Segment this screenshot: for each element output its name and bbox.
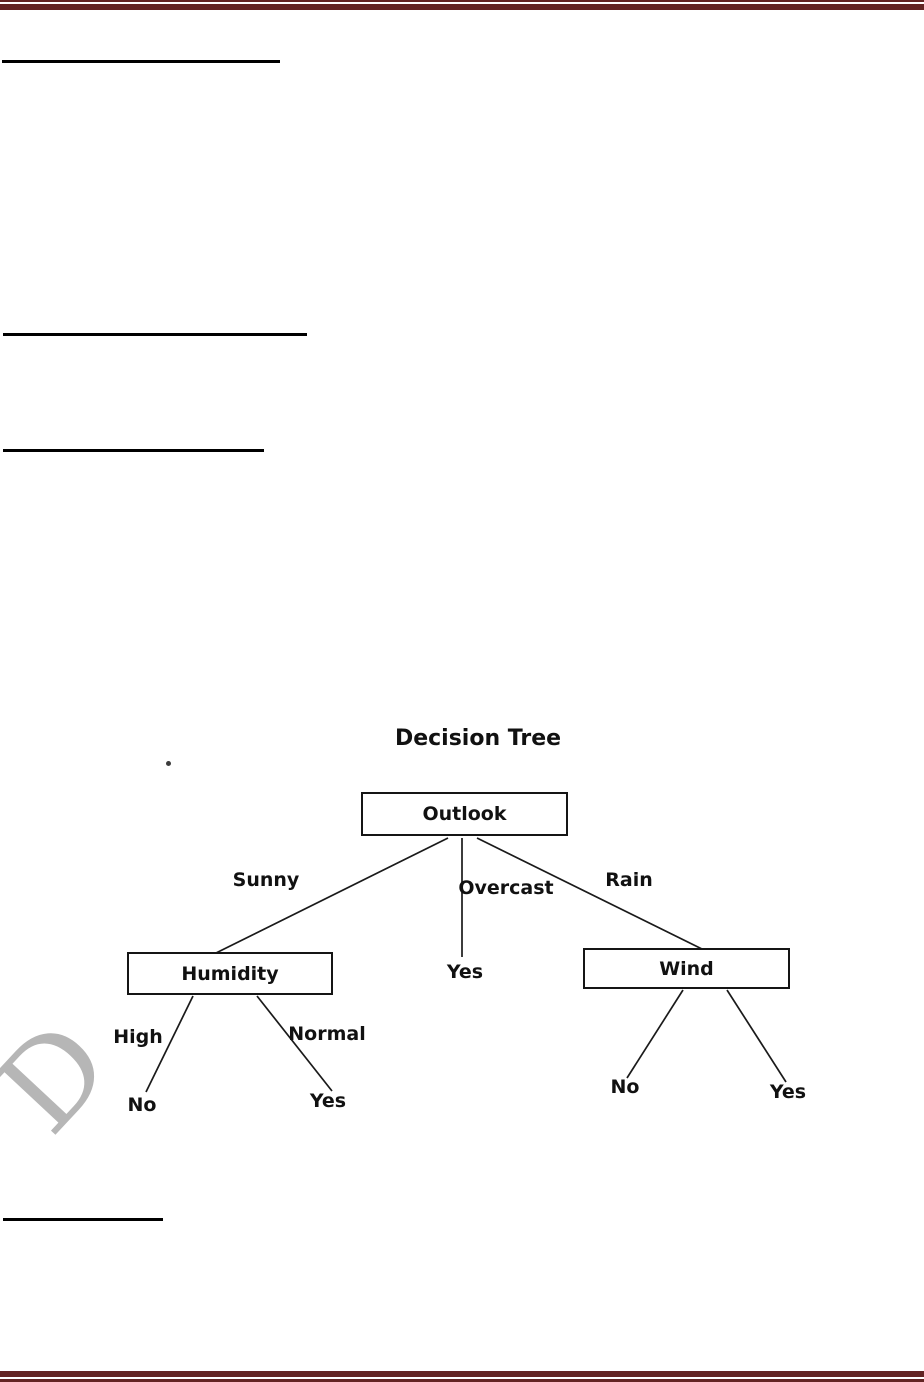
page-border-top-thin	[0, 0, 924, 2]
page-border-bottom-thin	[0, 1379, 924, 1382]
node-outlook-label: Outlook	[422, 803, 507, 825]
edge-label-sunny: Sunny	[232, 869, 300, 891]
leaf-wind-no: No	[610, 1076, 640, 1098]
node-wind: Wind	[583, 948, 790, 989]
heading-underline-1	[2, 60, 280, 63]
page-border-top-thick	[0, 4, 924, 10]
edge-normal-line	[256, 995, 333, 1092]
node-wind-label: Wind	[659, 957, 714, 980]
edge-rain-line	[476, 837, 705, 951]
edge-label-normal: Normal	[288, 1023, 366, 1045]
edge-label-high: High	[113, 1026, 163, 1048]
heading-underline-2	[3, 333, 307, 336]
edge-sunny-line	[215, 837, 449, 954]
diagram-title: Decision Tree	[394, 726, 562, 751]
leaf-humidity-high-no: No	[127, 1094, 157, 1116]
page-border-bottom-thick	[0, 1371, 924, 1377]
heading-underline-3	[3, 449, 264, 452]
leaf-wind-yes: Yes	[769, 1081, 807, 1103]
node-outlook: Outlook	[361, 792, 568, 836]
stray-period-mark	[166, 761, 171, 766]
edge-wind-no-line	[626, 989, 684, 1079]
edge-label-overcast: Overcast	[458, 877, 554, 899]
leaf-overcast-yes: Yes	[446, 961, 484, 983]
edge-high-line	[145, 995, 194, 1093]
node-humidity: Humidity	[127, 952, 333, 995]
node-humidity-label: Humidity	[181, 962, 279, 985]
edge-label-rain: Rain	[605, 869, 653, 891]
leaf-humidity-normal-yes: Yes	[309, 1090, 347, 1112]
edge-wind-yes-line	[726, 989, 787, 1083]
heading-underline-4	[3, 1218, 163, 1221]
